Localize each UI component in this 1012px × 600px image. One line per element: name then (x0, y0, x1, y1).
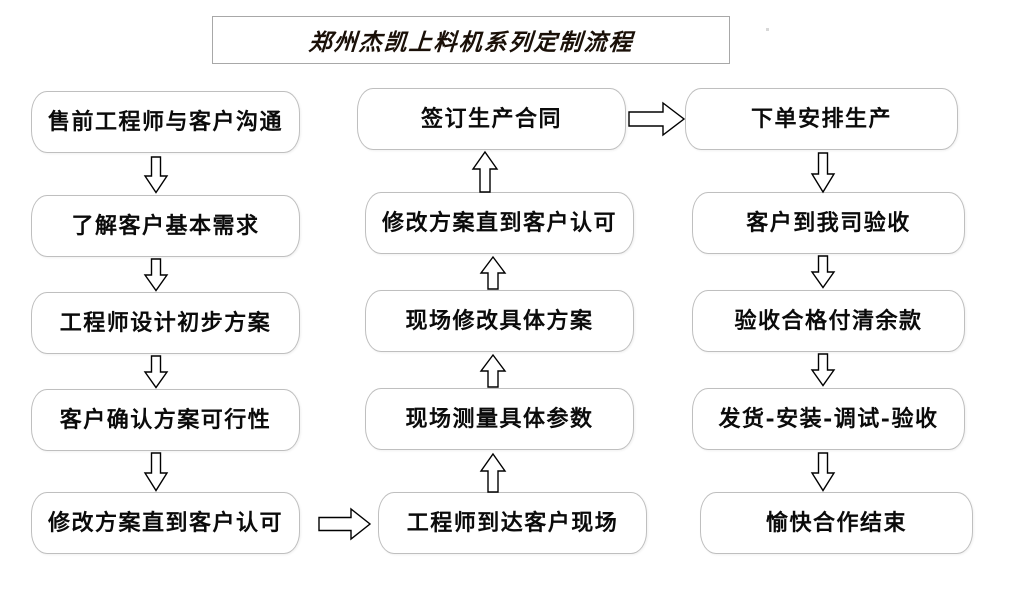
arrow-down-icon-col3-2to3 (808, 255, 838, 289)
arrow-right-icon-col1-to-col2 (318, 505, 372, 543)
node-label: 修改方案直到客户认可 (47, 510, 283, 536)
node-on-site-3[interactable]: 现场修改具体方案 (365, 290, 634, 352)
node-pre-sales-1[interactable]: 售前工程师与客户沟通 (31, 91, 300, 153)
node-production-5[interactable]: 愉快合作结束 (700, 492, 973, 554)
arrow-down-icon-col1-4to5 (141, 452, 171, 492)
node-label: 工程师到达客户现场 (406, 510, 619, 536)
node-on-site-4[interactable]: 现场测量具体参数 (365, 388, 634, 450)
chart-title-box: 郑州杰凯上料机系列定制流程 (212, 16, 730, 64)
arrow-down-icon-col1-2to3 (141, 258, 171, 292)
node-production-2[interactable]: 客户到我司验收 (692, 192, 965, 254)
arrow-down-icon-col1-3to4 (141, 355, 171, 389)
node-label: 客户确认方案可行性 (59, 407, 272, 433)
arrow-up-icon-col2-2to1 (470, 150, 500, 194)
arrow-up-icon-col2-3to2 (478, 255, 508, 291)
node-label: 发货-安装-调试-验收 (718, 406, 939, 432)
node-label: 下单安排生产 (750, 106, 892, 132)
node-label: 现场测量具体参数 (405, 406, 594, 432)
node-on-site-1[interactable]: 签订生产合同 (357, 88, 626, 150)
node-on-site-5[interactable]: 工程师到达客户现场 (378, 492, 647, 554)
arrow-down-icon-col3-1to2 (808, 152, 838, 194)
node-label: 修改方案直到客户认可 (381, 210, 617, 236)
arrow-right-icon-col2-to-col3 (628, 100, 686, 138)
node-pre-sales-4[interactable]: 客户确认方案可行性 (31, 389, 300, 451)
arrow-down-icon-col1-1to2 (141, 156, 171, 194)
arrow-up-icon-col2-4to3 (478, 353, 508, 389)
arrow-down-icon-col3-3to4 (808, 353, 838, 387)
node-on-site-2[interactable]: 修改方案直到客户认可 (365, 192, 634, 254)
node-production-1[interactable]: 下单安排生产 (685, 88, 958, 150)
decorative-dot (766, 28, 769, 31)
node-label: 了解客户基本需求 (71, 213, 260, 239)
node-production-3[interactable]: 验收合格付清余款 (692, 290, 965, 352)
node-label: 售前工程师与客户沟通 (47, 109, 283, 135)
node-pre-sales-3[interactable]: 工程师设计初步方案 (31, 292, 300, 354)
node-pre-sales-5[interactable]: 修改方案直到客户认可 (31, 492, 300, 554)
node-label: 现场修改具体方案 (405, 308, 594, 334)
node-label: 客户到我司验收 (746, 210, 911, 236)
chart-title-text: 郑州杰凯上料机系列定制流程 (307, 29, 635, 56)
node-label: 签订生产合同 (420, 106, 562, 132)
node-label: 愉快合作结束 (765, 510, 907, 536)
node-production-4[interactable]: 发货-安装-调试-验收 (692, 388, 965, 450)
node-label: 验收合格付清余款 (734, 308, 923, 334)
arrow-up-icon-col2-5to4 (478, 452, 508, 494)
node-pre-sales-2[interactable]: 了解客户基本需求 (31, 195, 300, 257)
node-label: 工程师设计初步方案 (59, 310, 272, 336)
arrow-down-icon-col3-4to5 (808, 452, 838, 492)
